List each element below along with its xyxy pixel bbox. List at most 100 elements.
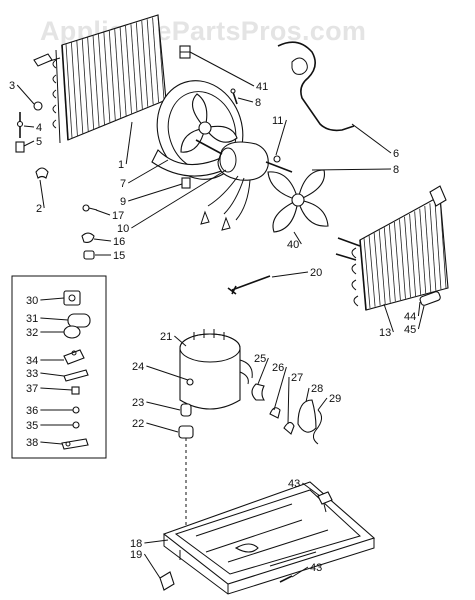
callout-c18: 18: [130, 538, 142, 550]
callout-c31: 31: [26, 313, 38, 325]
leader-c10: [131, 169, 227, 229]
callout-c20: 20: [310, 267, 322, 279]
callout-c28: 28: [311, 383, 323, 395]
relay-part-30: [63, 290, 81, 306]
clip-part-9: [181, 177, 191, 189]
leader-c4: [23, 125, 35, 128]
drain-plug-part-44: [419, 291, 441, 306]
leader-c28: [305, 387, 310, 403]
blower-wheel-blade: [180, 93, 238, 153]
callout-c23: 23: [132, 397, 144, 409]
terminal-part-33: [63, 369, 89, 382]
callout-c15: 15: [113, 250, 125, 262]
leader-c21: [174, 335, 187, 347]
callout-c34: 34: [26, 355, 38, 367]
cover-part-28: [297, 399, 317, 433]
overload-part-38: [61, 438, 89, 450]
fan-motor: [195, 139, 293, 231]
callout-c21: 21: [160, 331, 172, 343]
screw-part-43-upper: [317, 491, 333, 513]
sensor-part-4: [16, 112, 24, 138]
callout-c17: 17: [112, 210, 124, 222]
callout-c26: 26: [272, 362, 284, 374]
callout-c4: 4: [36, 122, 42, 134]
compressor: [179, 329, 253, 410]
bracket-part-34: [63, 349, 85, 365]
clip-part-26: [269, 407, 281, 419]
screw-part-37: [71, 386, 80, 395]
leader-c38: [40, 441, 63, 445]
leader-c40: [293, 231, 302, 245]
leader-c30: [40, 297, 65, 301]
clip-part-27: [283, 421, 295, 435]
leader-c7: [127, 159, 169, 184]
leader-c9: [128, 183, 183, 202]
washer-part-11: [273, 155, 281, 163]
leader-c29: [317, 397, 328, 411]
leader-c41: [189, 51, 255, 87]
callout-c37: 37: [26, 383, 38, 395]
grommet-part-3: [33, 101, 43, 111]
leader-c31: [40, 317, 69, 321]
callout-c2: 2: [36, 203, 42, 215]
callout-c8a: 8: [255, 97, 261, 109]
leader-c43a: [302, 482, 321, 497]
callout-c41: 41: [256, 81, 268, 93]
callout-c35: 35: [26, 420, 38, 432]
leader-c8b: [311, 168, 392, 171]
nut-part-35: [72, 421, 80, 429]
callout-c32: 32: [26, 327, 38, 339]
evaporator-coil: [335, 185, 449, 311]
leader-c20: [271, 271, 309, 278]
callout-c11: 11: [272, 115, 283, 127]
leader-c2: [39, 179, 45, 209]
leader-c27: [287, 376, 290, 425]
leader-c16: [93, 238, 112, 242]
leader-c5: [23, 140, 35, 147]
wire-harness-part-20: [227, 275, 271, 295]
leader-c1: [125, 121, 133, 165]
capacitor-part-31: [67, 313, 91, 328]
bushing-part-16: [81, 232, 95, 243]
screw-part-43-lower: [279, 575, 293, 583]
leader-c17: [95, 209, 111, 216]
callout-c16: 16: [113, 236, 125, 248]
clip-part-41: [179, 45, 191, 59]
callout-c45: 45: [404, 324, 416, 336]
leader-c25: [257, 357, 269, 385]
callout-c5: 5: [36, 136, 42, 148]
callout-c40: 40: [287, 239, 299, 251]
nut-part-15: [83, 250, 95, 260]
leader-c11: [275, 119, 287, 156]
callout-c8b: 8: [393, 164, 399, 176]
capillary-tube: [277, 41, 355, 132]
base-pan: [162, 481, 376, 595]
callout-labels: 1234567889101113151617181920212223242526…: [9, 80, 416, 574]
leader-c8a: [237, 97, 254, 103]
callout-c30: 30: [26, 295, 38, 307]
wire-part-29: [312, 409, 322, 445]
callout-c13: 13: [379, 327, 391, 339]
callout-c38: 38: [26, 437, 38, 449]
leader-c22: [146, 422, 179, 433]
bracket-part-19: [159, 571, 175, 591]
leader-c19: [143, 553, 161, 579]
callout-c6: 6: [393, 148, 399, 160]
leader-c43b: [291, 566, 309, 578]
callout-c27: 27: [291, 372, 303, 384]
clip-part-5: [15, 141, 25, 153]
screw-part-8-upper: [230, 88, 238, 105]
callout-c9: 9: [120, 196, 126, 208]
coil-bracket-part-2: [35, 167, 49, 179]
condenser-coil: [45, 14, 167, 144]
leader-c26: [273, 366, 287, 411]
grommet-part-23: [180, 403, 192, 417]
condenser-fan-blade: [267, 169, 329, 233]
callout-c29: 29: [329, 393, 341, 405]
leader-c13: [383, 303, 394, 333]
leader-c45: [417, 305, 425, 330]
bracket-top-left: [33, 53, 53, 67]
callout-c24: 24: [132, 361, 144, 373]
